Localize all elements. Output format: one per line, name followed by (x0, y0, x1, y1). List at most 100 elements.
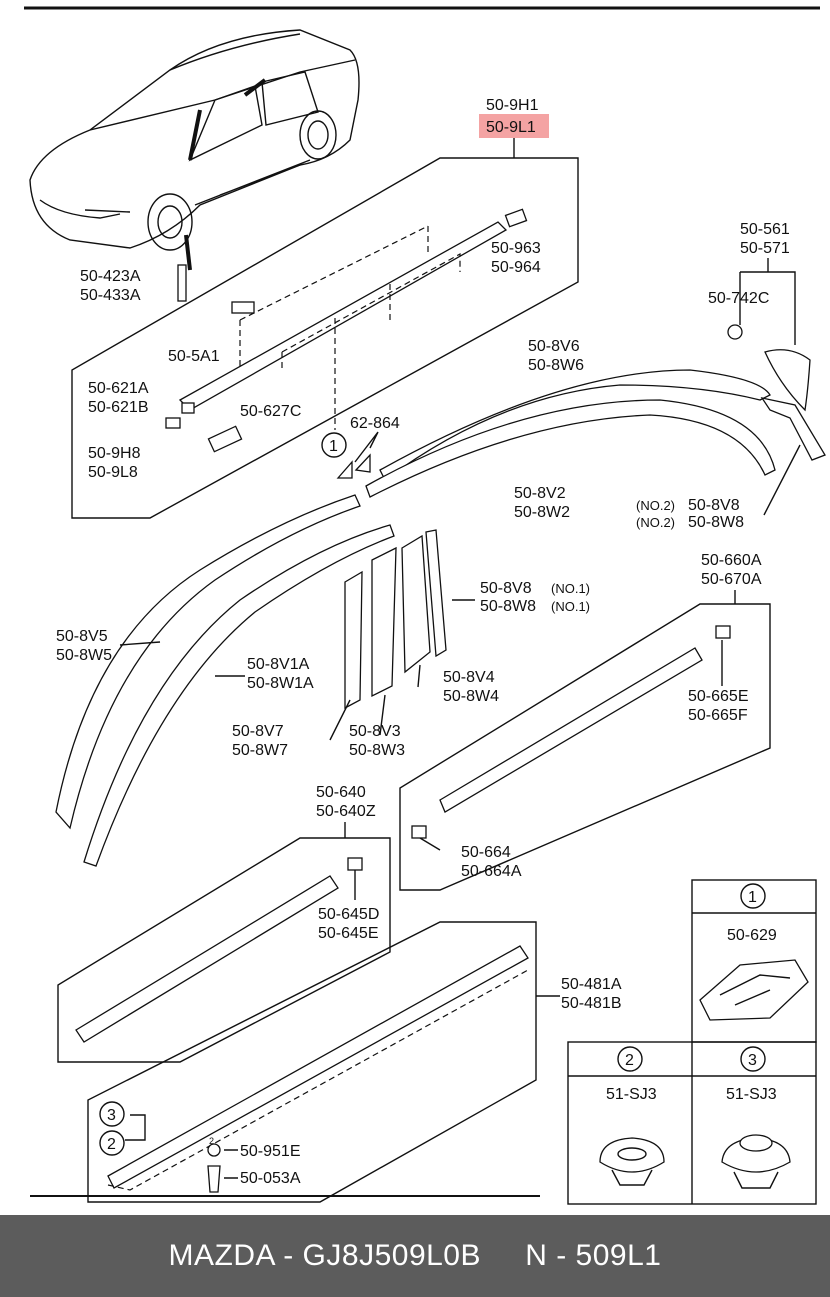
clip-50-5A1 (231, 301, 255, 314)
label-50-8W8-no2: 50-8W8 (688, 514, 744, 531)
label-50-665E: 50-665E (688, 688, 749, 705)
molding-strip-upper (178, 221, 508, 411)
label-50-481B: 50-481B (561, 995, 622, 1012)
label-50-670A: 50-670A (701, 571, 762, 588)
label-51-SJ3-b: 51-SJ3 (726, 1086, 777, 1103)
label-50-8W6: 50-8W6 (528, 357, 584, 374)
label-50-8V8-no1: 50-8V8 (480, 580, 532, 597)
clip-50-963 (504, 208, 528, 228)
label-50-629: 50-629 (727, 927, 777, 944)
label-50-8W3: 50-8W3 (349, 742, 405, 759)
part-51-SJ3-b-illustration (721, 1137, 791, 1173)
label-50-8W8-no1: 50-8W8 (480, 598, 536, 615)
parts-diagram: 50-9H1 50-9L1 50-963 50-964 50-423A 50-4… (24, 6, 826, 1205)
label-50-8W5: 50-8W5 (56, 647, 112, 664)
label-no2-b: (NO.2) (636, 515, 675, 530)
part-50-423A (177, 264, 187, 302)
label-50-8V4: 50-8V4 (443, 669, 495, 686)
label-50-8V5: 50-8V5 (56, 628, 108, 645)
car-illustration (29, 29, 360, 271)
label-50-433A: 50-433A (80, 287, 141, 304)
rear-group-outline (57, 837, 391, 1063)
label-50-640: 50-640 (316, 784, 366, 801)
label-50-664: 50-664 (461, 844, 511, 861)
label-50-8V7: 50-8V7 (232, 723, 284, 740)
sill-group-outline (87, 921, 537, 1203)
inset-callout-3: 3 (740, 1046, 766, 1072)
label-50-423A: 50-423A (80, 268, 141, 285)
label-50-664A: 50-664A (461, 863, 522, 880)
pillar-50-8V8-no1 (425, 529, 447, 658)
label-50-660A: 50-660A (701, 552, 762, 569)
label-small-2: 2 (209, 1136, 214, 1146)
label-50-481A: 50-481A (561, 976, 622, 993)
door-group-outline (399, 603, 771, 891)
label-50-8W4: 50-8W4 (443, 688, 499, 705)
svg-text:3: 3 (107, 1107, 116, 1124)
label-50-8V8-no2: 50-8V8 (688, 497, 740, 514)
svg-text:1: 1 (329, 438, 338, 455)
label-50-561: 50-561 (740, 221, 790, 238)
label-50-640Z: 50-640Z (316, 803, 376, 820)
label-50-9H1: 50-9H1 (486, 97, 539, 114)
label-50-627C: 50-627C (240, 403, 301, 420)
label-50-5A1: 50-5A1 (168, 348, 220, 365)
molding-50-660A (439, 647, 703, 813)
footer-spacer (481, 1239, 525, 1273)
label-50-9L8: 50-9L8 (88, 464, 138, 481)
label-51-SJ3-a: 51-SJ3 (606, 1086, 657, 1103)
label-50-8V1A: 50-8V1A (247, 656, 310, 673)
part-51-SJ3-a-illustration (599, 1137, 665, 1173)
part-62-864 (336, 453, 371, 479)
label-50-621A: 50-621A (88, 380, 149, 397)
molding-50-640 (75, 875, 339, 1043)
pillar-50-8V4 (401, 534, 431, 674)
inset-callout-2: 2 (617, 1046, 643, 1072)
label-no2-a: (NO.2) (636, 498, 675, 513)
molding-50-8V1A (83, 524, 395, 867)
footer-ref-number: N - 509L1 (525, 1239, 662, 1272)
molding-50-8V2 (365, 399, 776, 498)
sill-50-481A (107, 945, 529, 1189)
label-50-645D: 50-645D (318, 906, 379, 923)
molding-50-8V8-no2 (760, 397, 826, 461)
pillar-50-8V3 (371, 546, 397, 698)
label-50-742C: 50-742C (708, 290, 769, 307)
label-50-8V6: 50-8V6 (528, 338, 580, 355)
inset-table (567, 879, 817, 1205)
callout-1: 1 (321, 432, 347, 458)
label-50-8W1A: 50-8W1A (247, 675, 314, 692)
clip-50-9H8 (165, 417, 181, 429)
label-50-8W2: 50-8W2 (514, 504, 570, 521)
callout-3: 3 (99, 1101, 125, 1127)
inset-callout-1: 1 (740, 883, 766, 909)
svg-text:1: 1 (748, 889, 757, 906)
label-no1-a: (NO.1) (551, 581, 590, 596)
label-50-571: 50-571 (740, 240, 790, 257)
clip-50-645D (347, 857, 363, 871)
highlight-box (479, 114, 549, 138)
label-50-964: 50-964 (491, 259, 541, 276)
label-50-8V2: 50-8V2 (514, 485, 566, 502)
label-50-8W7: 50-8W7 (232, 742, 288, 759)
svg-text:3: 3 (748, 1052, 757, 1069)
screw-50-053A (207, 1165, 221, 1193)
svg-text:2: 2 (107, 1136, 116, 1153)
washer-50-951E (207, 1143, 221, 1157)
label-no1-b: (NO.1) (551, 599, 590, 614)
label-50-9H8: 50-9H8 (88, 445, 141, 462)
label-50-645E: 50-645E (318, 925, 379, 942)
part-50-629-illustration (699, 959, 809, 1021)
svg-text:2: 2 (625, 1052, 634, 1069)
label-50-951E: 50-951E (240, 1143, 301, 1160)
callout-2: 2 (99, 1130, 125, 1156)
clip-50-664 (411, 825, 427, 839)
label-50-053A: 50-053A (240, 1170, 301, 1187)
cap-50-621A (181, 402, 195, 414)
screw-50-742C (727, 324, 743, 340)
label-50-621B: 50-621B (88, 399, 149, 416)
part-50-561 (764, 349, 811, 412)
label-50-8V3: 50-8V3 (349, 723, 401, 740)
molding-50-8V6 (379, 369, 771, 481)
clip-50-665E (715, 625, 731, 639)
